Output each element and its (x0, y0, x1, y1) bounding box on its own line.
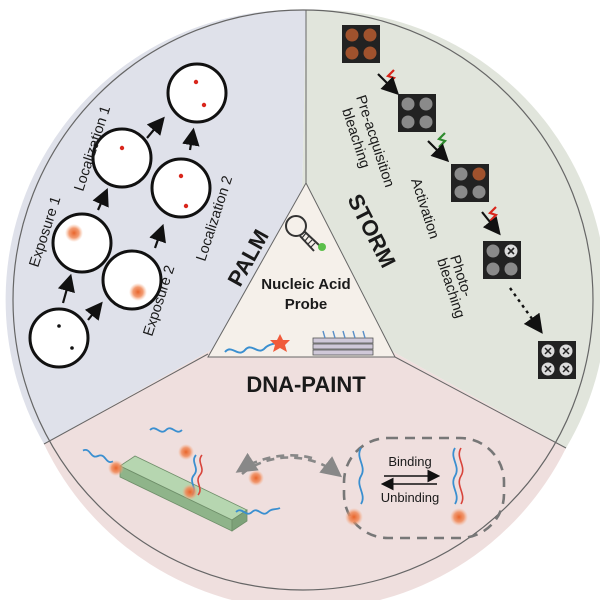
storm-arrow-1 (377, 73, 400, 96)
palm-cell-0 (28, 307, 90, 369)
storm-grid-activated (451, 164, 489, 202)
hairpin-probe-icon (285, 215, 326, 252)
exchange-arrow-left (235, 452, 313, 473)
binding-loop (342, 436, 506, 540)
palm-arrow-up-2 (92, 187, 109, 211)
divider-left (43, 353, 209, 445)
center-label-line2: Probe (285, 296, 328, 313)
imager-strand-4 (235, 507, 281, 515)
divider-right (394, 356, 567, 449)
binding-bound-duplex (450, 447, 468, 526)
center-triangle (207, 181, 396, 358)
palm-cell-localization1 (91, 127, 153, 189)
palm-arrow-up-3 (149, 223, 166, 249)
outer-circle (12, 9, 594, 591)
strand-with-fluorophore-icon (224, 334, 290, 354)
binding-unbound-strand (345, 447, 364, 526)
imager-strand-2 (149, 427, 194, 460)
imager-strand-3 (248, 470, 264, 486)
imager-strand-bound (182, 454, 203, 500)
paint-title: DNA-PAINT (246, 372, 366, 397)
storm-grid-initial (342, 25, 380, 63)
palm-arrow-up-1 (57, 273, 75, 304)
palm-arrow-right-1 (84, 301, 103, 321)
storm-grid-final (538, 341, 576, 379)
binding-label: Binding (388, 454, 431, 469)
palm-arrow-up-4 (182, 127, 200, 151)
paint-sector (44, 300, 566, 600)
storm-arrow-2 (427, 140, 450, 163)
palm-cell-localization2 (150, 157, 212, 219)
storm-arrow-dotted (509, 287, 543, 334)
palm-arrow-right-2 (146, 116, 165, 139)
palm-cell-final (166, 62, 228, 124)
palm-cell-exposure1 (51, 212, 113, 274)
dna-origami-bundle-icon (312, 330, 374, 356)
storm-grid-bleached (398, 94, 436, 132)
storm-grid-photobleached (483, 241, 521, 279)
center-label-line1: Nucleic Acid (261, 276, 350, 293)
palm-cell-exposure2 (101, 249, 163, 311)
storm-arrow-3 (481, 211, 501, 236)
imager-strand-1 (82, 449, 124, 476)
unbinding-label: Unbinding (381, 490, 440, 505)
